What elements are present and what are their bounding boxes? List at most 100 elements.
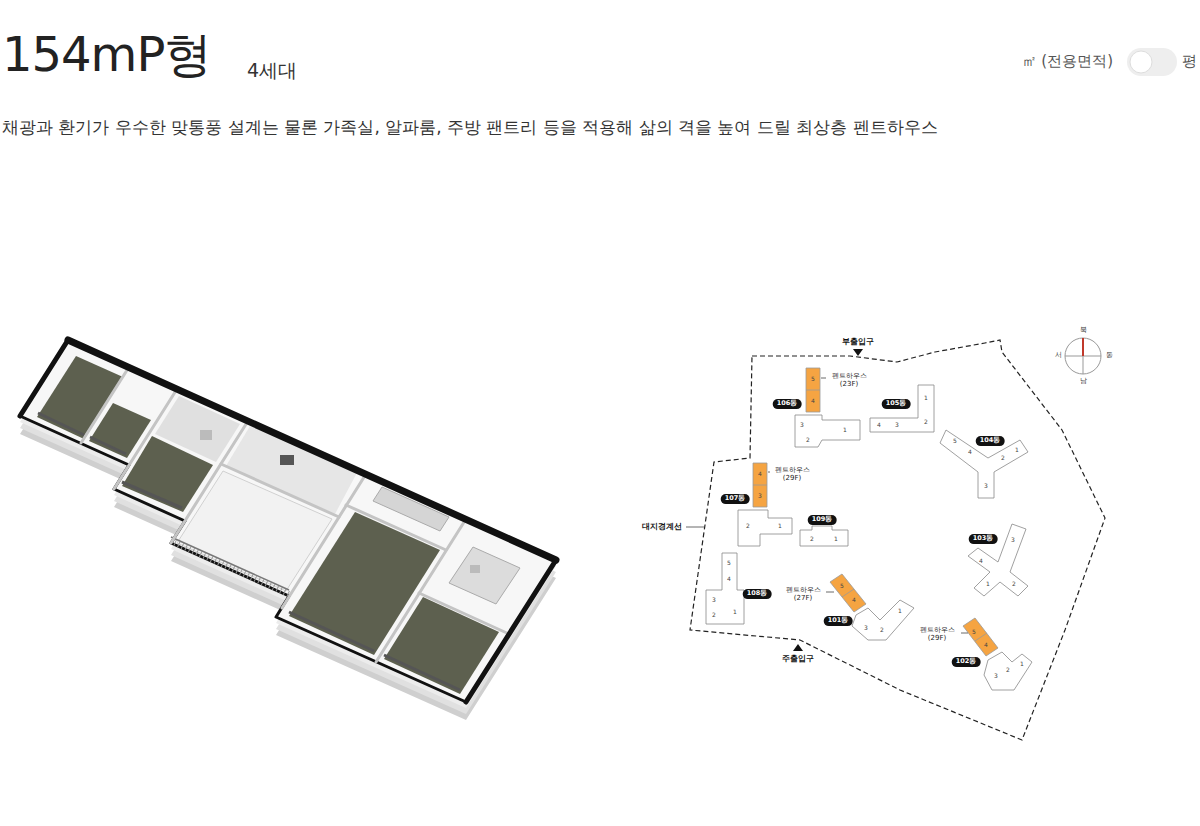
compass-label: 서 bbox=[1055, 352, 1062, 359]
unit-number: 4 bbox=[852, 597, 856, 604]
unit-number: 1 bbox=[733, 609, 737, 616]
description-text: 채광과 환기가 우수한 맞통풍 설계는 물론 가족실, 알파룸, 주방 팬트리 … bbox=[2, 118, 1192, 137]
floor-plan-3d bbox=[90, 437, 126, 454]
unit-number: 3 bbox=[800, 422, 804, 429]
unit-number: 2 bbox=[880, 627, 884, 634]
unit-number: 2 bbox=[810, 536, 814, 543]
unit-count: 4세대 bbox=[247, 60, 297, 81]
unit-number: 5 bbox=[811, 376, 815, 383]
floor-plan-3d bbox=[114, 389, 177, 489]
site-map bbox=[686, 338, 1105, 740]
leader-line bbox=[961, 633, 968, 634]
building-tag: 102동 bbox=[952, 657, 981, 667]
building-name: 101동 bbox=[828, 616, 849, 624]
compass-label: 북 bbox=[1080, 327, 1087, 334]
unit-number: 4 bbox=[811, 398, 815, 405]
floor-plan-3d bbox=[177, 471, 332, 591]
building-tag: 104동 bbox=[976, 436, 1005, 446]
compass bbox=[1082, 338, 1084, 356]
penthouse-unit bbox=[830, 574, 866, 612]
floor-plan-3d bbox=[384, 655, 460, 690]
floor-plan-3d bbox=[38, 413, 460, 690]
unit-number: 4 bbox=[979, 558, 983, 565]
unit-number: 1 bbox=[843, 427, 847, 434]
building-name: 106동 bbox=[777, 399, 798, 407]
penthouse-unit bbox=[753, 485, 767, 486]
penthouse-unit bbox=[753, 368, 998, 656]
toggle-label: ㎡ (전용면적) bbox=[1022, 53, 1113, 70]
floor-plan-3d bbox=[470, 565, 480, 573]
penthouse-callout: 펜트하우스 (27F) bbox=[782, 586, 824, 602]
penthouse-unit bbox=[806, 368, 820, 412]
floor-plan-3d bbox=[280, 455, 294, 465]
page-title: 154mP형 bbox=[2, 30, 211, 78]
unit-number: 2 bbox=[1006, 667, 1010, 674]
building-name: 104동 bbox=[980, 436, 1001, 444]
penthouse-callout: 펜트하우스 (29F) bbox=[916, 626, 958, 642]
floor-plan-3d bbox=[289, 612, 374, 651]
floor-plan-3d bbox=[20, 340, 68, 416]
entrance-marker bbox=[793, 644, 803, 651]
building-name: 103동 bbox=[973, 534, 994, 542]
floor-plan-3d bbox=[38, 413, 84, 435]
unit-number: 4 bbox=[984, 642, 988, 649]
unit-number: 2 bbox=[806, 437, 810, 444]
entrance-label: 부출입구 bbox=[842, 338, 874, 347]
unit-number: 4 bbox=[968, 449, 972, 456]
unit-number: 5 bbox=[840, 583, 844, 590]
compass-label: 동 bbox=[1106, 352, 1113, 359]
unit-number: 1 bbox=[778, 523, 782, 530]
building-outline bbox=[706, 553, 744, 624]
compass bbox=[1065, 338, 1101, 374]
unit-toggle bbox=[1127, 48, 1177, 76]
building-name: 108동 bbox=[747, 589, 768, 597]
floor-plan-3d bbox=[466, 560, 556, 702]
floor-plan-3d bbox=[171, 541, 289, 594]
building-tag: 109동 bbox=[808, 515, 837, 525]
unit-number: 3 bbox=[984, 483, 988, 490]
building-outline bbox=[795, 415, 860, 447]
building-outline bbox=[984, 652, 1032, 690]
unit-number: 3 bbox=[864, 625, 868, 632]
building-name: 109동 bbox=[812, 515, 833, 523]
building-tag: 108동 bbox=[743, 589, 772, 599]
unit-number: 3 bbox=[895, 422, 899, 429]
unit-number: 1 bbox=[834, 536, 838, 543]
floor-plan-3d bbox=[20, 340, 556, 702]
unit-number: 2 bbox=[746, 523, 750, 530]
floor-plan-3d bbox=[68, 340, 556, 560]
penthouse-unit bbox=[963, 618, 998, 656]
building-outline bbox=[738, 510, 792, 546]
penthouse-unit bbox=[975, 633, 987, 641]
floor-plan-3d bbox=[20, 340, 556, 720]
floor-plan-3d bbox=[81, 367, 509, 662]
building-name: 107동 bbox=[725, 494, 746, 502]
unit-toggle bbox=[1130, 51, 1152, 73]
building-outline bbox=[870, 385, 934, 432]
building-tag: 101동 bbox=[824, 616, 853, 626]
floor-plan-3d bbox=[171, 421, 248, 543]
building-outline bbox=[800, 526, 848, 546]
unit-number: 3 bbox=[1011, 537, 1015, 544]
leader-line bbox=[686, 527, 704, 528]
building-tag: 107동 bbox=[721, 494, 750, 504]
unit-number: 2 bbox=[712, 612, 716, 619]
unit-number: 2 bbox=[924, 419, 928, 426]
floor-plan-3d bbox=[122, 482, 182, 508]
unit-number: 1 bbox=[1015, 447, 1019, 454]
unit-number: 5 bbox=[953, 438, 957, 445]
building-tag: 105동 bbox=[882, 399, 911, 409]
entrance-marker bbox=[853, 349, 863, 356]
floor-plan-3d bbox=[221, 464, 339, 517]
compass bbox=[1083, 356, 1084, 374]
unit-number: 2 bbox=[1001, 455, 1005, 462]
penthouse-callout: 펜트하우스 (29F) bbox=[771, 466, 813, 482]
building-outline bbox=[706, 385, 1032, 690]
leader-line bbox=[821, 378, 826, 379]
unit-number: 4 bbox=[877, 422, 881, 429]
floor-plan-3d bbox=[449, 547, 520, 604]
floor-plan-3d bbox=[346, 505, 446, 550]
building-tag: 106동 bbox=[773, 399, 802, 409]
unit-number: 1 bbox=[986, 581, 990, 588]
